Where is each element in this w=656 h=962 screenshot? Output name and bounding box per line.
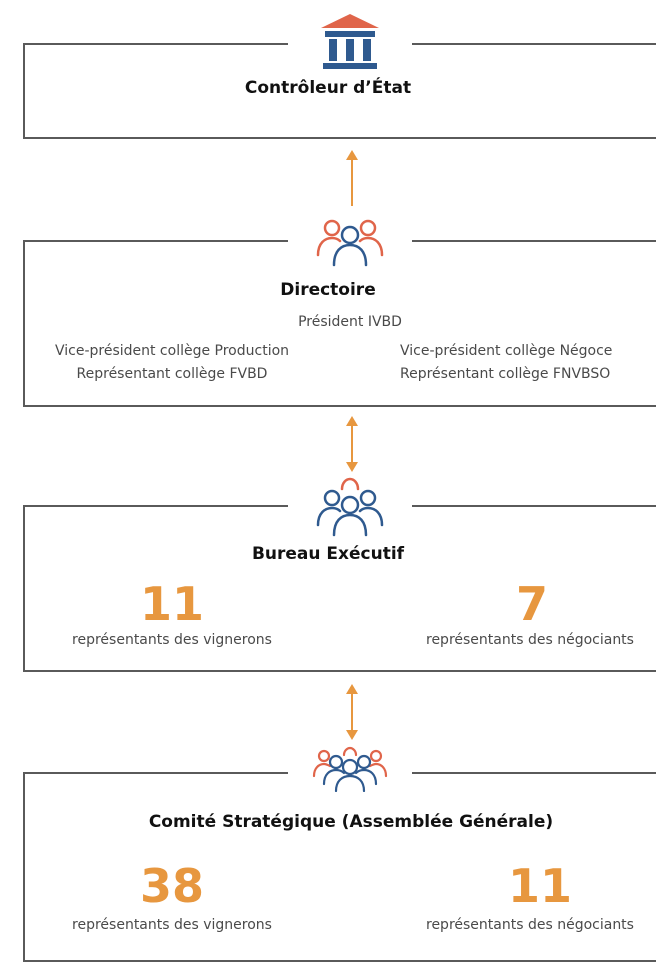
people-group-icon [312, 746, 388, 792]
bureau-right-number: 7 [515, 577, 548, 631]
bureau-left-number: 11 [139, 577, 204, 631]
directoire-right-line1: Vice-président collège Négoce [400, 343, 613, 359]
comite-title: Comité Stratégique (Assemblée Générale) [148, 812, 554, 832]
bureau-icon-wrap [288, 474, 412, 538]
double-arrow-icon [346, 684, 358, 740]
directoire-title: Directoire [280, 280, 376, 300]
directoire-left-line1: Vice-président collège Production [54, 343, 290, 359]
directoire-icon-wrap [288, 212, 412, 268]
people-group-icon [316, 477, 384, 537]
bureau-right-caption: représentants des négociants [426, 632, 634, 648]
government-building-icon [321, 14, 379, 69]
comite-left-caption: représentants des vignerons [72, 917, 272, 933]
comite-right-caption: représentants des négociants [426, 917, 634, 933]
directoire-president: Président IVBD [298, 314, 402, 330]
bureau-left-caption: représentants des vignerons [72, 632, 272, 648]
double-arrow-icon [346, 416, 358, 472]
comite-right-number: 11 [507, 859, 572, 913]
arrow-up-icon [346, 150, 358, 206]
controleur-icon-wrap [288, 12, 412, 72]
people-group-icon [316, 219, 384, 267]
controleur-title: Contrôleur d’État [244, 78, 412, 98]
directoire-left-line2: Représentant collège FVBD [76, 366, 268, 382]
bureau-title: Bureau Exécutif [251, 544, 405, 564]
comite-left-number: 38 [139, 859, 204, 913]
comite-icon-wrap [288, 744, 412, 794]
directoire-right-line2: Représentant collège FNVBSO [400, 366, 611, 382]
